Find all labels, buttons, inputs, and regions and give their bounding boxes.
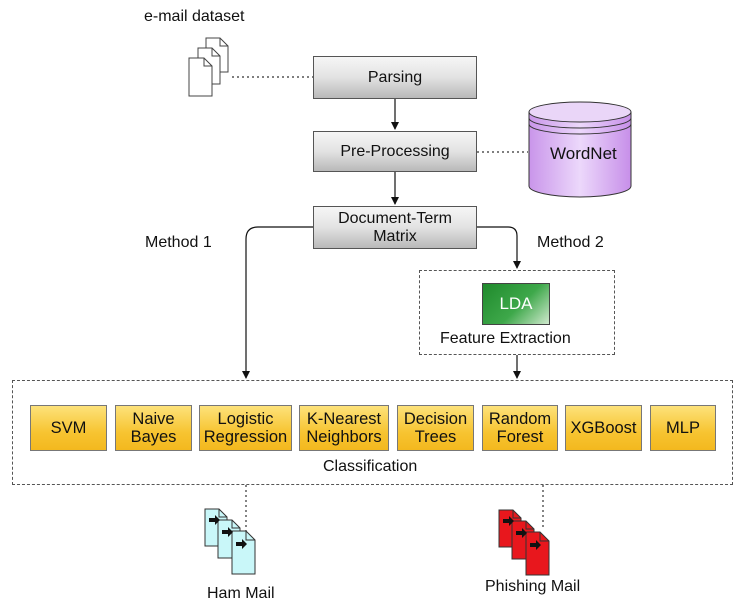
classifier-mlp: MLP <box>650 405 716 451</box>
document-term-matrix-step: Document-Term Matrix <box>313 206 477 249</box>
dtm-label-line1: Document-Term <box>338 209 452 227</box>
classifier-random-forest: Random Forest <box>482 405 558 451</box>
classifier-logistic-regression-line2: Regression <box>203 428 288 446</box>
classifier-logistic-regression: Logistic Regression <box>199 405 292 451</box>
parsing-label: Parsing <box>367 68 423 86</box>
classifier-knn-line2: Neighbors <box>306 428 382 446</box>
classifier-decision-trees-line2: Trees <box>414 428 457 446</box>
classifier-naive-bayes-line2: Bayes <box>130 428 177 446</box>
classifier-xgboost-label: XGBoost <box>570 419 637 437</box>
ham-mail-label: Ham Mail <box>207 585 275 602</box>
document-stack-icon <box>188 37 229 97</box>
phishing-mail-label: Phishing Mail <box>485 578 581 595</box>
method1-label: Method 1 <box>145 234 212 251</box>
dtm-label-line2: Matrix <box>373 227 417 245</box>
classifier-svm-label: SVM <box>50 419 87 437</box>
method2-label: Method 2 <box>537 234 604 251</box>
lda-label: LDA <box>499 294 533 313</box>
phishing-mail-icon <box>498 509 550 576</box>
classifier-svm: SVM <box>30 405 107 451</box>
classifier-logistic-regression-line1: Logistic <box>217 410 274 428</box>
classifier-random-forest-line2: Forest <box>496 428 544 446</box>
classifier-naive-bayes: Naive Bayes <box>115 405 192 451</box>
classifier-mlp-label: MLP <box>666 419 700 437</box>
classifier-k-nearest-neighbors: K-Nearest Neighbors <box>299 405 389 451</box>
feature-extraction-group <box>419 270 615 355</box>
dataset-label: e-mail dataset <box>144 8 245 25</box>
classifier-random-forest-line1: Random <box>488 410 552 428</box>
classifier-knn-line1: K-Nearest <box>306 410 382 428</box>
preprocessing-step: Pre-Processing <box>313 131 477 172</box>
classifier-decision-trees: Decision Trees <box>397 405 474 451</box>
database-cylinder-icon <box>528 101 632 198</box>
ham-mail-icon <box>204 508 256 575</box>
classification-label: Classification <box>323 458 418 475</box>
preprocessing-label: Pre-Processing <box>340 142 450 160</box>
classifier-decision-trees-line1: Decision <box>403 410 468 428</box>
parsing-step: Parsing <box>313 56 477 99</box>
classifier-xgboost: XGBoost <box>565 405 642 451</box>
lda-box: LDA <box>482 283 550 325</box>
feature-extraction-label: Feature Extraction <box>440 330 571 347</box>
wordnet-label: WordNet <box>550 144 617 163</box>
classifier-naive-bayes-line1: Naive <box>132 410 175 428</box>
